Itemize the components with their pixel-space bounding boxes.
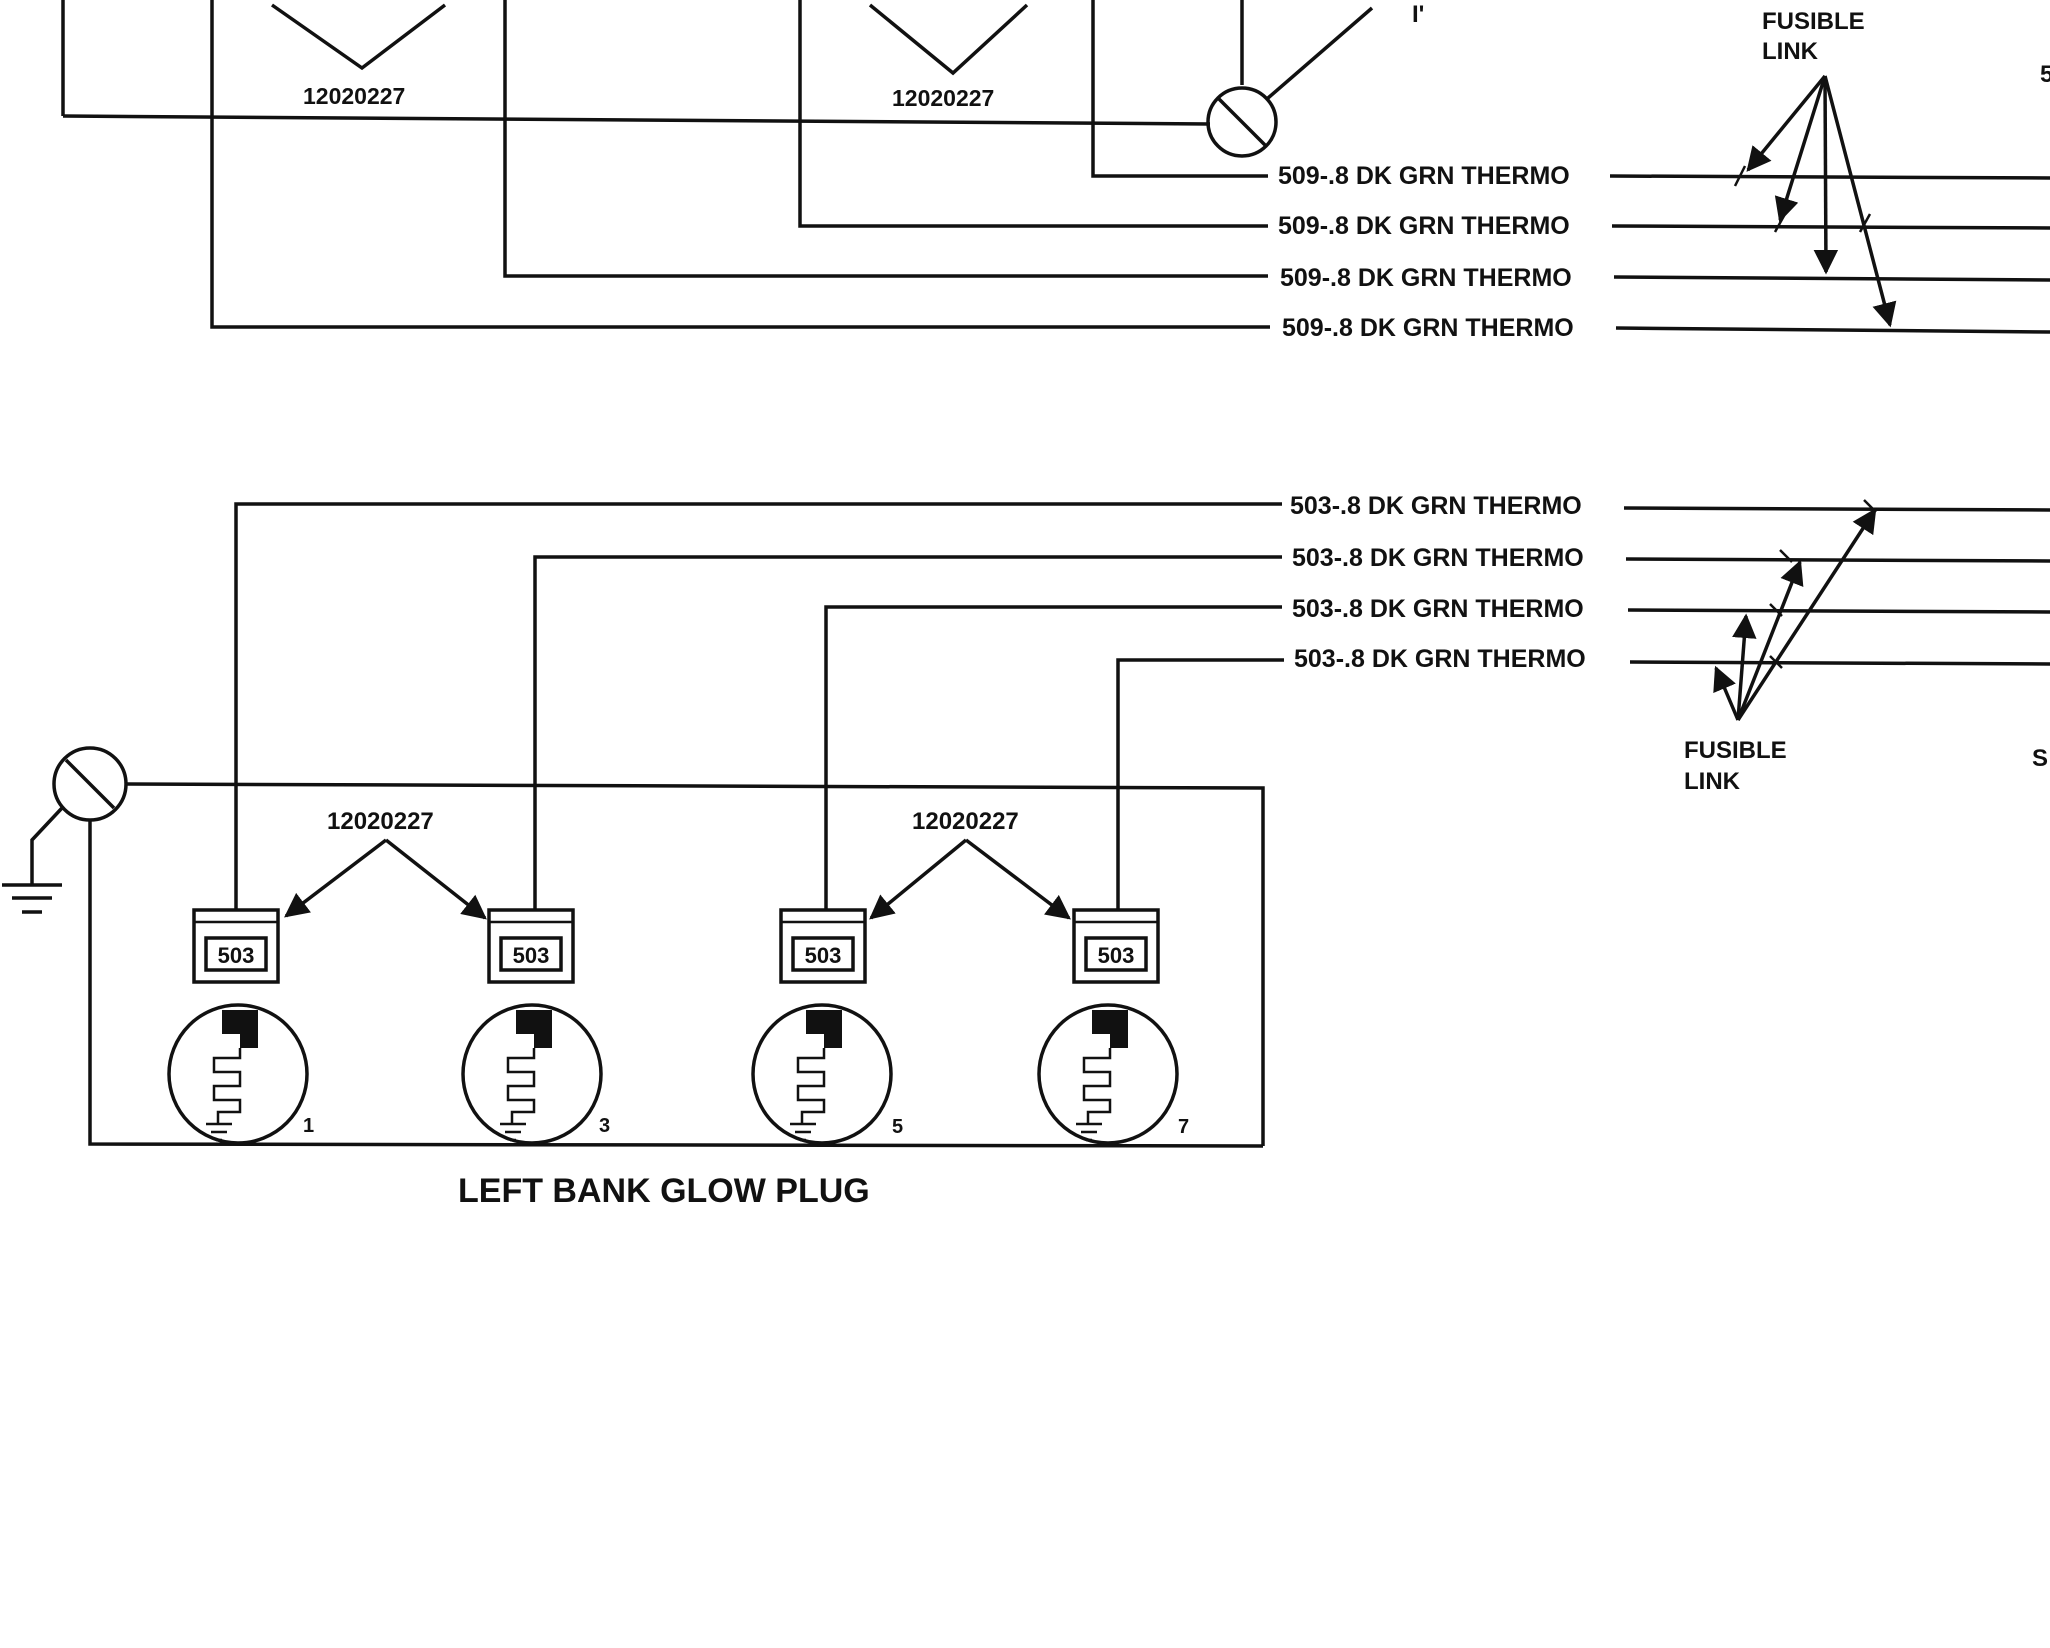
top-wire-1-path — [1091, 0, 1268, 178]
top-connector-left-shape — [270, 3, 447, 71]
glow-plug-7-icon — [1037, 1003, 1179, 1145]
top-ground-lead — [1266, 6, 1374, 100]
bottom-section: 503-.8 DK GRN THERMO 503-.8 DK GRN THERM… — [2, 492, 2050, 1210]
bottom-wire-1-path — [234, 502, 1282, 910]
bottom-frame-left — [88, 820, 1264, 1148]
glow-plug-7-number: 7 — [1178, 1116, 1189, 1138]
top-wire-4-path — [210, 0, 1270, 329]
top-wire-3-path — [503, 0, 1268, 278]
top-section: 12020227 12020227 I' 509-.8 DK GRN THERM… — [61, 0, 2050, 342]
bottom-wire-2-right — [1625, 557, 2050, 563]
top-connector-right-shape — [868, 3, 1029, 76]
connector-503-3-label: 503 — [513, 943, 550, 968]
connector-503-1: 503 — [192, 908, 280, 984]
glow-plug-1-number: 1 — [303, 1115, 314, 1137]
bottom-fusible-link-arrows — [1713, 507, 1877, 721]
top-connector-right-part-number: 12020227 — [892, 85, 994, 111]
bottom-ground-bus — [125, 782, 1265, 1146]
bottom-wire-4-right — [1629, 660, 2050, 666]
bottom-edge-char: S — [2032, 745, 2048, 772]
top-partial-label: I' — [1412, 1, 1424, 28]
top-connector-left-part-number: 12020227 — [303, 83, 405, 109]
bottom-fusible-link-label-line2: LINK — [1684, 768, 1741, 795]
glow-plug-5-number: 5 — [892, 1116, 903, 1138]
glow-plug-5-icon — [751, 1003, 893, 1145]
connector-503-7: 503 — [1072, 908, 1160, 984]
top-fusible-link-label-line2: LINK — [1762, 38, 1819, 65]
bottom-wire-3-right — [1627, 608, 2050, 614]
chassis-ground-icon — [2, 806, 64, 914]
bottom-fusible-link-label-line1: FUSIBLE — [1684, 737, 1787, 764]
left-bank-glow-plug-title: LEFT BANK GLOW PLUG — [458, 1172, 870, 1210]
glow-plug-3-number: 3 — [599, 1115, 610, 1137]
bottom-wire-1-label: 503-.8 DK GRN THERMO — [1290, 492, 1582, 520]
bottom-wire-4-path — [1116, 658, 1284, 910]
top-wire-4-label: 509-.8 DK GRN THERMO — [1282, 314, 1574, 342]
top-ground-icon — [1206, 86, 1278, 158]
glow-plug-3-icon — [461, 1003, 603, 1145]
bottom-wire-4-label: 503-.8 DK GRN THERMO — [1294, 645, 1586, 673]
top-wire-1-label: 509-.8 DK GRN THERMO — [1278, 162, 1570, 190]
bottom-wire-3-label: 503-.8 DK GRN THERMO — [1292, 595, 1584, 623]
top-wire-3-label: 509-.8 DK GRN THERMO — [1280, 264, 1572, 292]
bottom-connector-right-arrows — [869, 838, 1071, 920]
bottom-wire-2-path — [533, 555, 1282, 910]
connector-503-5: 503 — [779, 908, 867, 984]
top-wire-2-path — [798, 0, 1268, 228]
connector-503-7-label: 503 — [1098, 943, 1135, 968]
top-fusible-mark-1 — [1733, 165, 1747, 187]
glow-plug-1-icon — [167, 1003, 309, 1145]
top-wire-1-right — [1609, 174, 2050, 180]
top-wire-2-right — [1611, 224, 2050, 230]
top-bus-wire — [62, 114, 1211, 126]
top-edge-char: 5 — [2040, 61, 2050, 88]
top-wire-2-label: 509-.8 DK GRN THERMO — [1278, 212, 1570, 240]
top-fusible-link-label-line1: FUSIBLE — [1762, 8, 1865, 35]
connector-503-1-label: 503 — [218, 943, 255, 968]
bottom-connector-right-part-number: 12020227 — [912, 808, 1019, 835]
bottom-wire-3-path — [824, 605, 1282, 910]
bottom-connector-left-part-number: 12020227 — [327, 808, 434, 835]
connector-503-3: 503 — [487, 908, 575, 984]
connector-503-5-label: 503 — [805, 943, 842, 968]
top-fusible-link-arrows — [1746, 74, 1897, 328]
bottom-wire-1-right — [1623, 506, 2050, 512]
top-wire-4-right — [1615, 326, 2050, 334]
top-wire-3-right — [1613, 275, 2050, 282]
bottom-ground-circle-icon — [52, 746, 128, 822]
bottom-wire-2-label: 503-.8 DK GRN THERMO — [1292, 544, 1584, 572]
bottom-connector-left-arrows — [284, 838, 487, 920]
